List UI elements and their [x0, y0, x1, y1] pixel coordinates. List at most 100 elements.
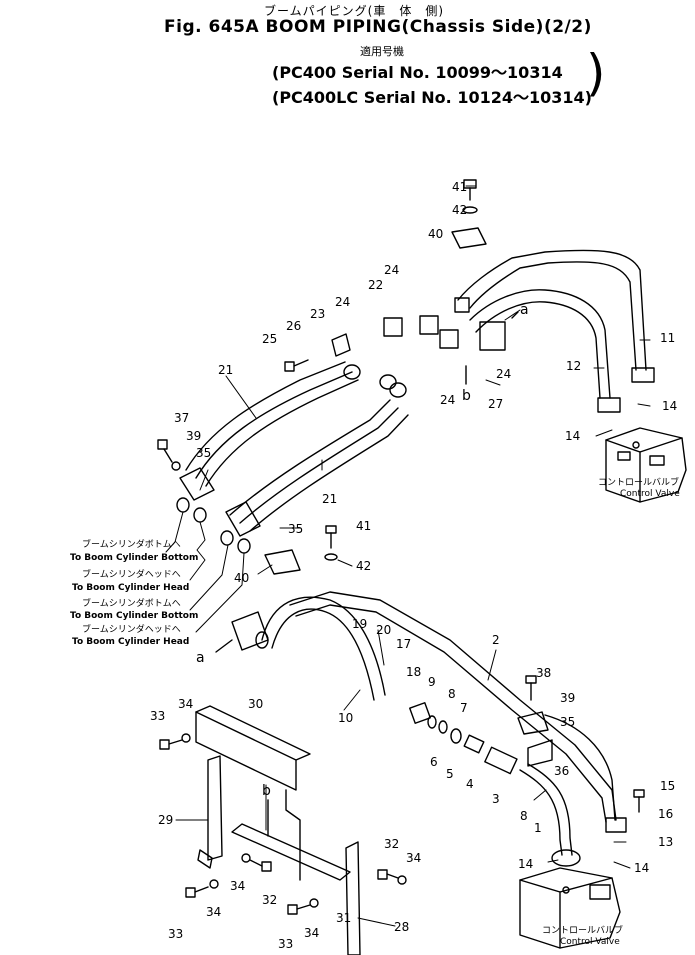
washer-34-a	[181, 733, 191, 743]
callout-17: 17	[396, 637, 411, 651]
dest-3-jp: ブームシリンダボトムへ	[82, 597, 181, 609]
callout-39-right: 39	[560, 691, 575, 705]
washer-34-d	[309, 898, 319, 908]
pipe-10	[261, 596, 386, 701]
callout-5: 5	[446, 767, 454, 781]
pipe-2-end	[544, 714, 616, 821]
dest-2-en: To Boom Cylinder Head	[72, 583, 189, 593]
control-valve-bottom	[519, 867, 621, 949]
dest-3-en: To Boom Cylinder Bottom	[70, 611, 198, 621]
bolt-32-mid	[249, 859, 272, 872]
callout-14-d: 14	[634, 861, 649, 875]
clamp-35-lower	[517, 711, 549, 735]
flange-connectors-center	[343, 364, 407, 398]
callout-15: 15	[660, 779, 675, 793]
reference-letters: a b a b	[196, 302, 529, 799]
pipe-1	[519, 763, 573, 856]
callout-42-mid: 42	[356, 559, 371, 573]
callout-13: 13	[658, 835, 673, 849]
bolt-15	[633, 789, 645, 813]
callout-3: 3	[492, 792, 500, 806]
destination-arrows	[165, 511, 245, 633]
bolt-33-upper	[159, 739, 183, 750]
bolt-32-right	[377, 869, 399, 880]
callout-27: 27	[488, 397, 503, 411]
callout-28: 28	[394, 920, 409, 934]
callout-32-a: 32	[384, 837, 399, 851]
callout-35-right: 35	[560, 715, 575, 729]
arrow-a-bottom	[215, 639, 233, 653]
dest-1-jp: ブームシリンダボトムへ	[82, 538, 181, 550]
callout-21-a: 21	[218, 363, 233, 377]
clamp-22	[383, 297, 470, 349]
callout-1: 1	[534, 821, 542, 835]
callout-20: 20	[376, 623, 391, 637]
dest-4-en: To Boom Cylinder Head	[72, 637, 189, 647]
pipe-21-upper	[185, 361, 359, 487]
callout-42-top: 42	[452, 203, 467, 217]
dest-1-en: To Boom Cylinder Bottom	[70, 553, 198, 563]
callout-35-upper: 35	[196, 446, 211, 460]
serial-range-pc400: (PC400 Serial No. 10099～10314	[272, 63, 563, 82]
flange-1	[551, 849, 581, 867]
callout-numbers: 41 42 40 24 22 24 23 26 25 11 12 24 24 2…	[150, 180, 677, 951]
callout-14-b: 14	[565, 429, 580, 443]
pipe-2	[289, 591, 617, 823]
ref-a-bottom: a	[196, 650, 205, 666]
flange-11	[631, 367, 655, 383]
callout-29: 29	[158, 813, 173, 827]
cv-bottom-label-jp: コントロールバルブ	[542, 924, 623, 936]
bolt-41-top	[462, 179, 478, 214]
callout-24-c: 24	[496, 367, 511, 381]
callout-7: 7	[460, 701, 468, 715]
callout-23: 23	[310, 307, 325, 321]
callout-40-top: 40	[428, 227, 443, 241]
bolt-25	[284, 359, 309, 372]
bracket-strut	[285, 789, 301, 881]
cv-top-label-en: Control Valve	[620, 489, 680, 499]
washer-34-b	[209, 879, 219, 889]
callout-30: 30	[248, 697, 263, 711]
callout-34-c: 34	[230, 879, 245, 893]
callout-34-d: 34	[206, 905, 221, 919]
callout-26: 26	[286, 319, 301, 333]
ref-b-top: b	[462, 388, 471, 404]
callout-11: 11	[660, 331, 675, 345]
callout-6: 6	[430, 755, 438, 769]
callout-24-a: 24	[384, 263, 399, 277]
bracket-close: )	[586, 44, 606, 102]
cv-bottom-label-en: Control Valve	[560, 937, 620, 947]
control-valve-labels: コントロールバルブ Control Valve コントロールバルブ Contro…	[542, 476, 680, 947]
callout-38: 38	[536, 666, 551, 680]
callout-24-d: 24	[440, 393, 455, 407]
bracket-30	[195, 705, 311, 791]
callout-36: 36	[554, 764, 569, 778]
leader-lines	[175, 185, 651, 927]
pipe-12	[469, 289, 611, 399]
dest-4-jp: ブームシリンダヘッドへ	[82, 623, 181, 635]
dest-2-jp: ブームシリンダヘッドへ	[82, 568, 181, 580]
bracket-a-block	[231, 611, 269, 651]
callout-14-c: 14	[518, 857, 533, 871]
bolt-37	[157, 439, 173, 463]
callout-34-a: 34	[178, 697, 193, 711]
bolt-38	[525, 675, 537, 701]
callout-12: 12	[566, 359, 581, 373]
control-valve-top	[605, 427, 687, 503]
callout-8-b: 8	[520, 809, 528, 823]
fittings-3-to-9	[409, 702, 518, 775]
pipe-21-lower	[229, 399, 409, 532]
callout-39-left: 39	[186, 429, 201, 443]
callout-37: 37	[174, 411, 189, 425]
washer-39-left	[171, 461, 181, 471]
callout-25: 25	[262, 332, 277, 346]
callout-9: 9	[428, 675, 436, 689]
callout-32-b: 32	[262, 893, 277, 907]
bolt-33-bottom	[287, 904, 311, 915]
bracket-29	[197, 755, 223, 869]
washer-34-c	[241, 853, 251, 863]
callout-34-b: 34	[406, 851, 421, 865]
serial-range-pc400lc: (PC400LC Serial No. 10124～10314)	[272, 88, 592, 107]
callout-40-mid: 40	[234, 571, 249, 585]
cv-top-label-jp: コントロールバルブ	[598, 476, 679, 488]
